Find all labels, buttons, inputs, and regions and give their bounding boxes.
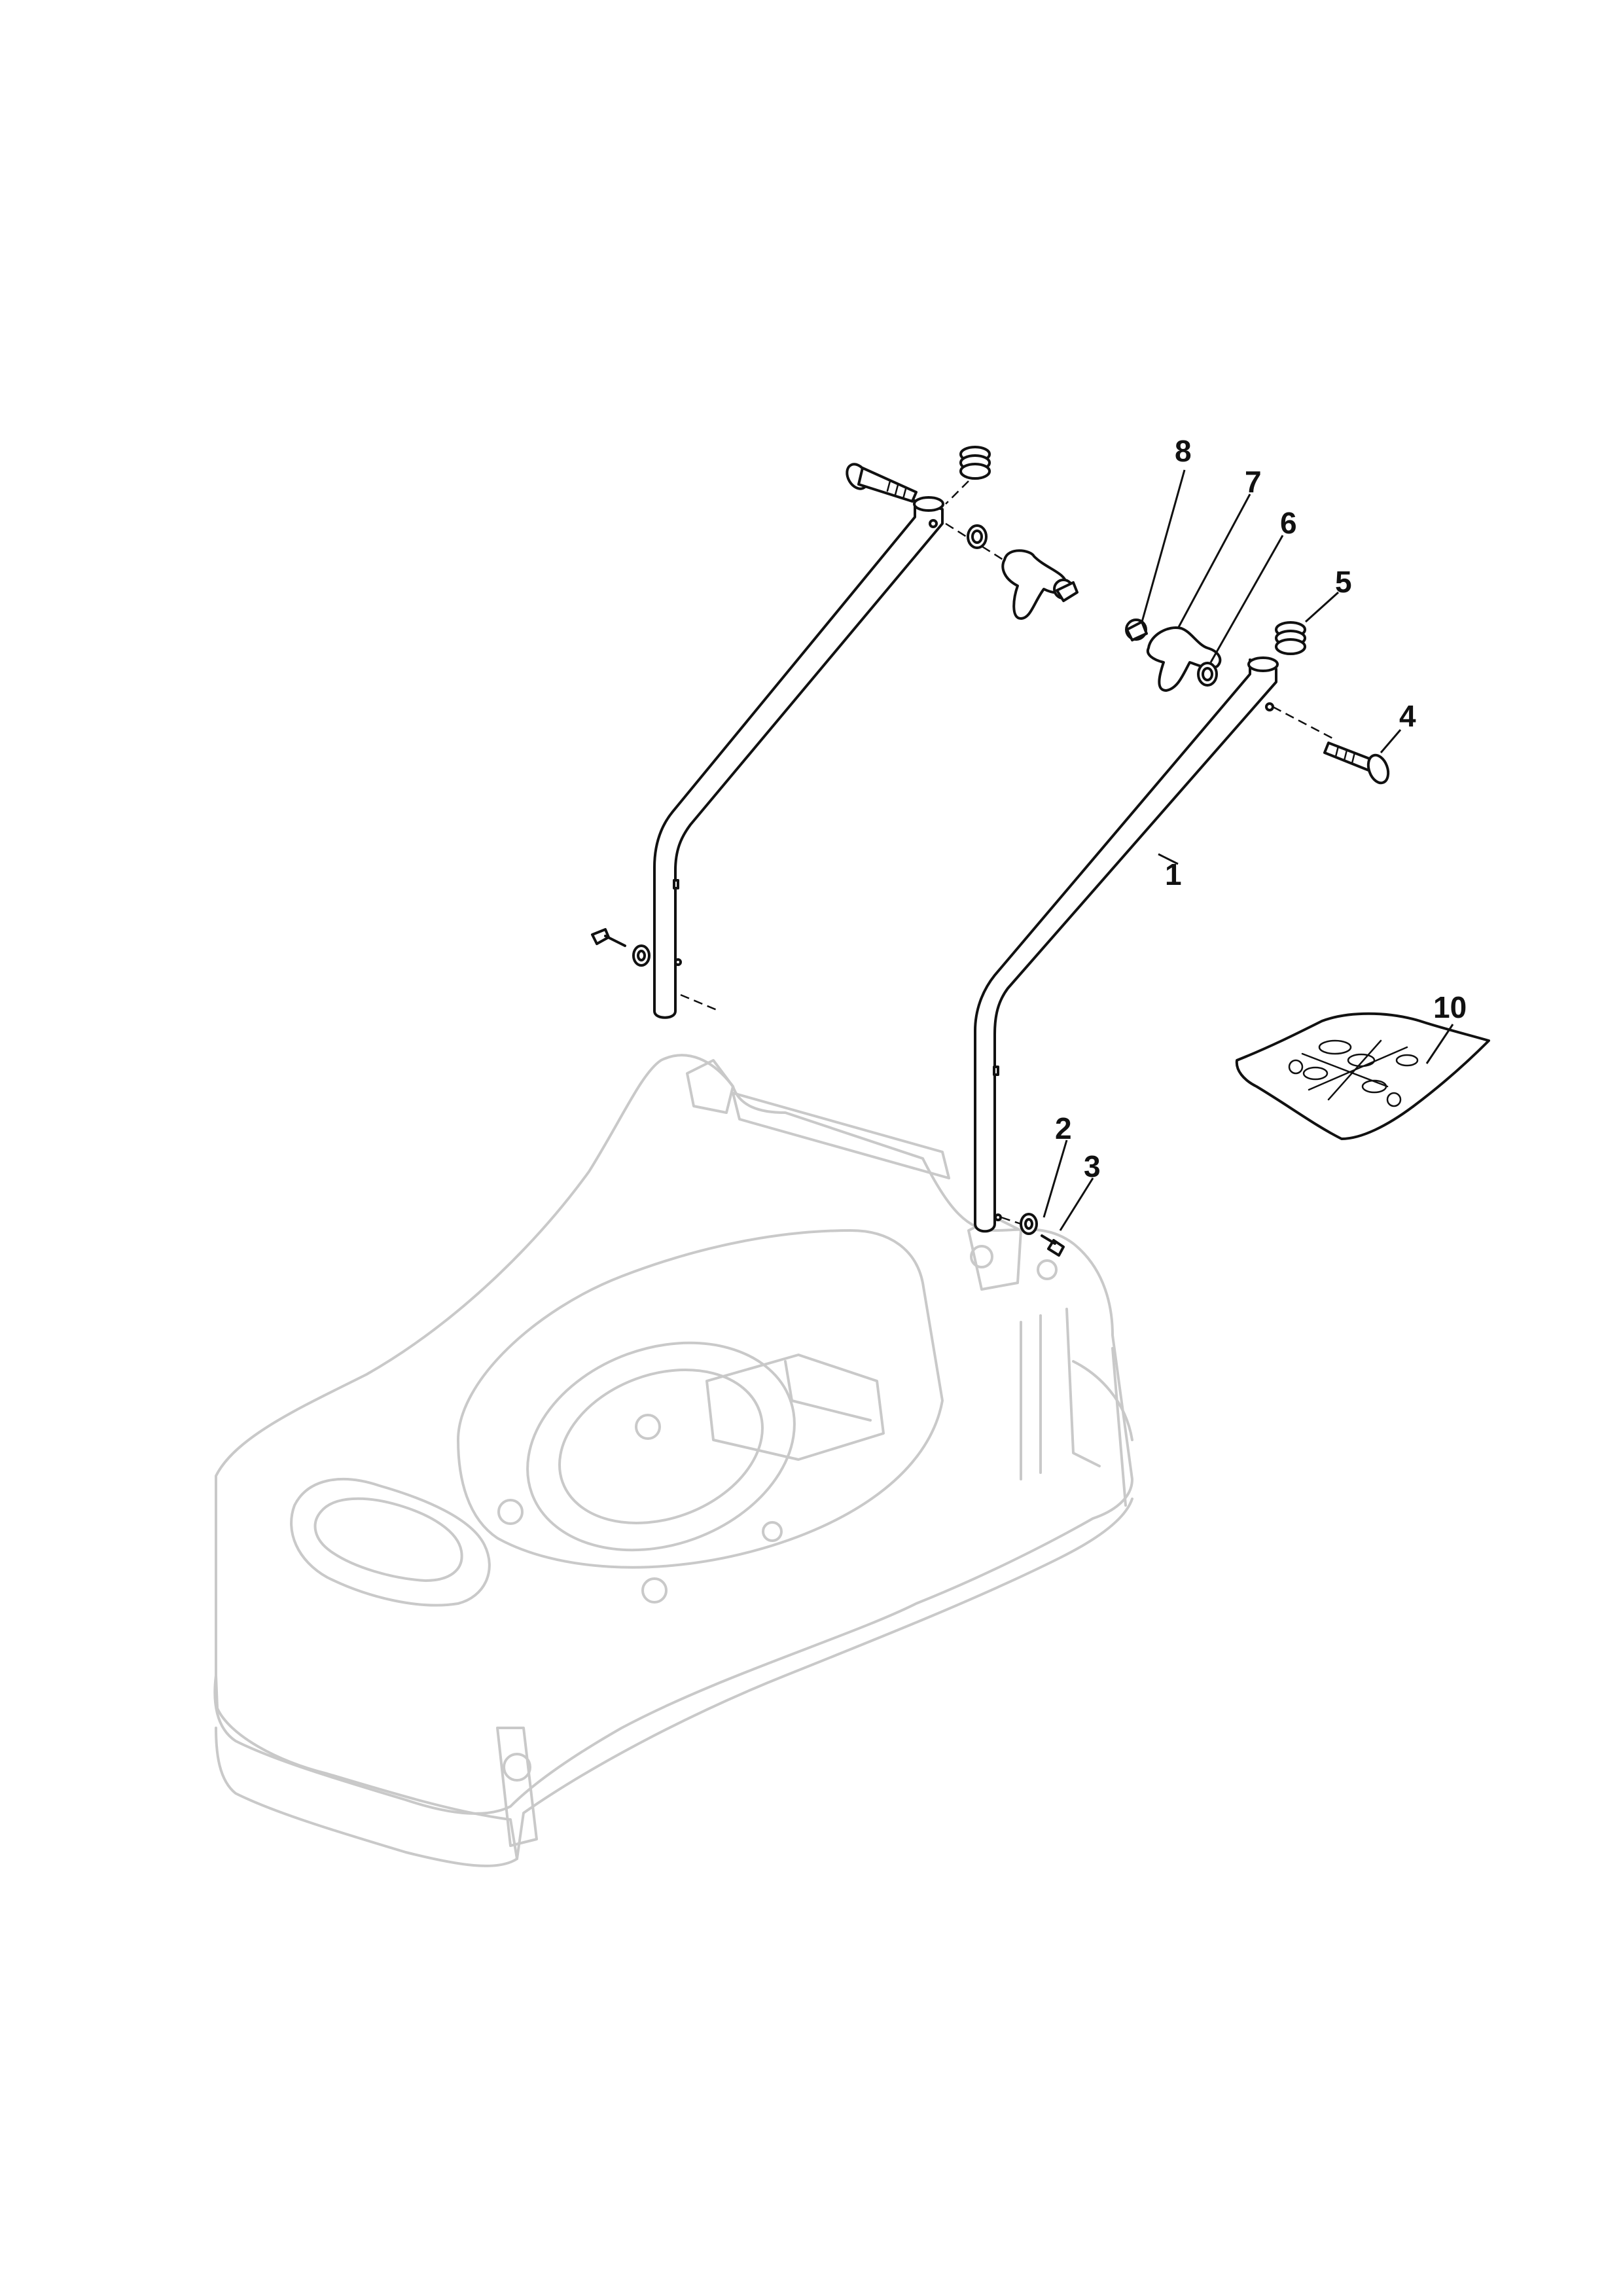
callout-labels: 1 2 3 4 5 6 7 8 10	[1055, 434, 1467, 1183]
washer-screw-lower-right	[1001, 1213, 1065, 1257]
carriage-bolt-4-icon	[1323, 742, 1390, 785]
knob-assembly-left	[945, 522, 1079, 620]
carriage-bolt-icon	[846, 463, 918, 503]
knob-assembly-right	[1125, 619, 1336, 741]
callout-10: 10	[1433, 990, 1467, 1024]
hardware-bag-icon	[1235, 1012, 1490, 1140]
callout-2: 2	[1055, 1111, 1072, 1145]
callout-4: 4	[1399, 699, 1416, 733]
leader-lines	[1043, 469, 1454, 1231]
callout-8: 8	[1175, 434, 1192, 468]
left-lower-handle	[653, 496, 944, 1019]
callout-5: 5	[1335, 565, 1352, 599]
callout-7: 7	[1245, 465, 1262, 499]
spring-icon-5	[1275, 621, 1306, 655]
callout-3: 3	[1084, 1149, 1101, 1183]
spring-icon	[945, 446, 991, 505]
mower-deck-outline	[213, 1054, 1133, 1867]
callout-6: 6	[1280, 506, 1297, 540]
right-lower-handle	[974, 656, 1279, 1233]
screw-washer-left	[591, 928, 651, 967]
callout-1: 1	[1165, 857, 1182, 891]
